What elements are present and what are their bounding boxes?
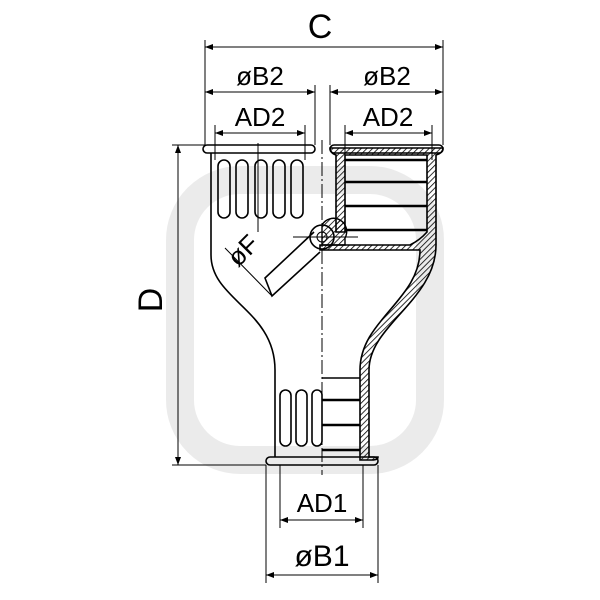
label-b2-left: øB2 <box>236 61 284 91</box>
grip-ribs-top <box>217 159 304 219</box>
dimension-ad1: AD1 <box>279 465 364 528</box>
label-ad1: AD1 <box>297 488 348 518</box>
label-ad2-left: AD2 <box>235 102 286 132</box>
dimension-d: D <box>132 144 266 466</box>
label-d: D <box>132 288 170 313</box>
label-ad2-right: AD2 <box>363 102 414 132</box>
grip-ribs-bottom <box>279 389 323 447</box>
dimension-b1: øB1 <box>265 465 379 583</box>
label-c: C <box>308 8 333 46</box>
label-f: øF <box>221 229 265 273</box>
dimension-c: C <box>204 8 444 145</box>
dimension-b2: øB2 øB2 <box>205 61 443 145</box>
label-b2-right: øB2 <box>363 61 411 91</box>
dimension-ad2: AD2 AD2 <box>214 102 433 160</box>
label-b1: øB1 <box>294 540 349 573</box>
fitting-section-half <box>293 144 444 461</box>
